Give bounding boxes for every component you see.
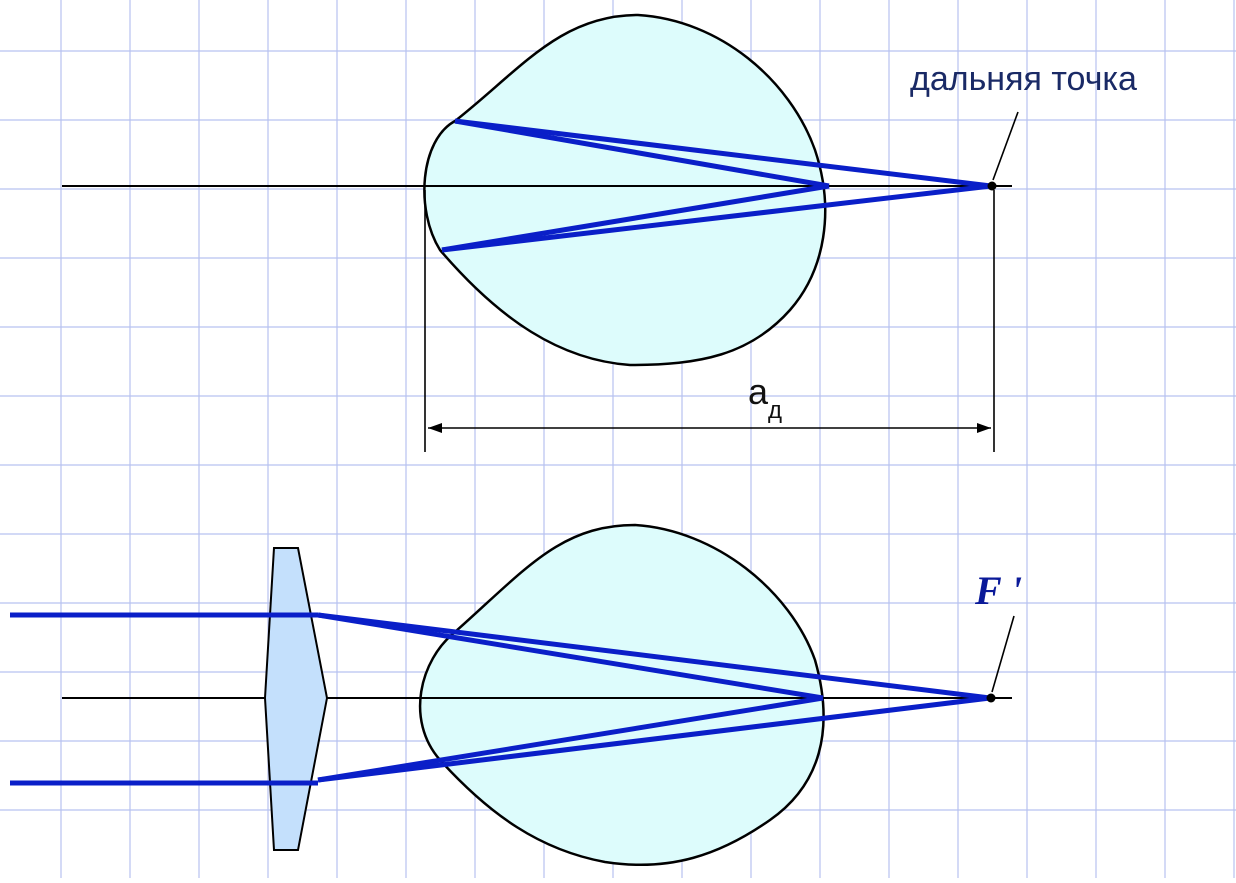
dimension-arrow-right	[977, 423, 991, 433]
bottom-eye-group: F '	[10, 523, 1022, 867]
far-point-label: дальняя точка	[910, 60, 1137, 98]
bottom-eye	[418, 523, 825, 867]
focus-leader	[991, 615, 1015, 693]
focus-label: F '	[974, 568, 1022, 613]
far-point-dot	[987, 181, 997, 191]
top-ray-upper-to-retina	[454, 118, 830, 189]
bottom-ray-lower-to-focus	[317, 695, 991, 783]
bottom-ray-upper-to-retina	[317, 612, 824, 701]
bottom-ray-upper-to-focus	[317, 612, 991, 701]
distance-label: aд	[748, 371, 782, 424]
top-eye	[423, 13, 827, 367]
top-ray-lower-to-retina	[441, 183, 830, 253]
top-eye-group: дальняя точка aд	[62, 13, 1137, 452]
focus-point-dot	[986, 693, 996, 703]
dimension-arrow-left	[428, 423, 442, 433]
top-ray-lower-to-far-point	[441, 183, 992, 253]
far-point-leader	[992, 111, 1019, 181]
top-ray-upper-to-far-point	[454, 118, 992, 189]
diverging-lens	[263, 547, 329, 851]
bottom-ray-lower-to-retina	[317, 695, 824, 783]
